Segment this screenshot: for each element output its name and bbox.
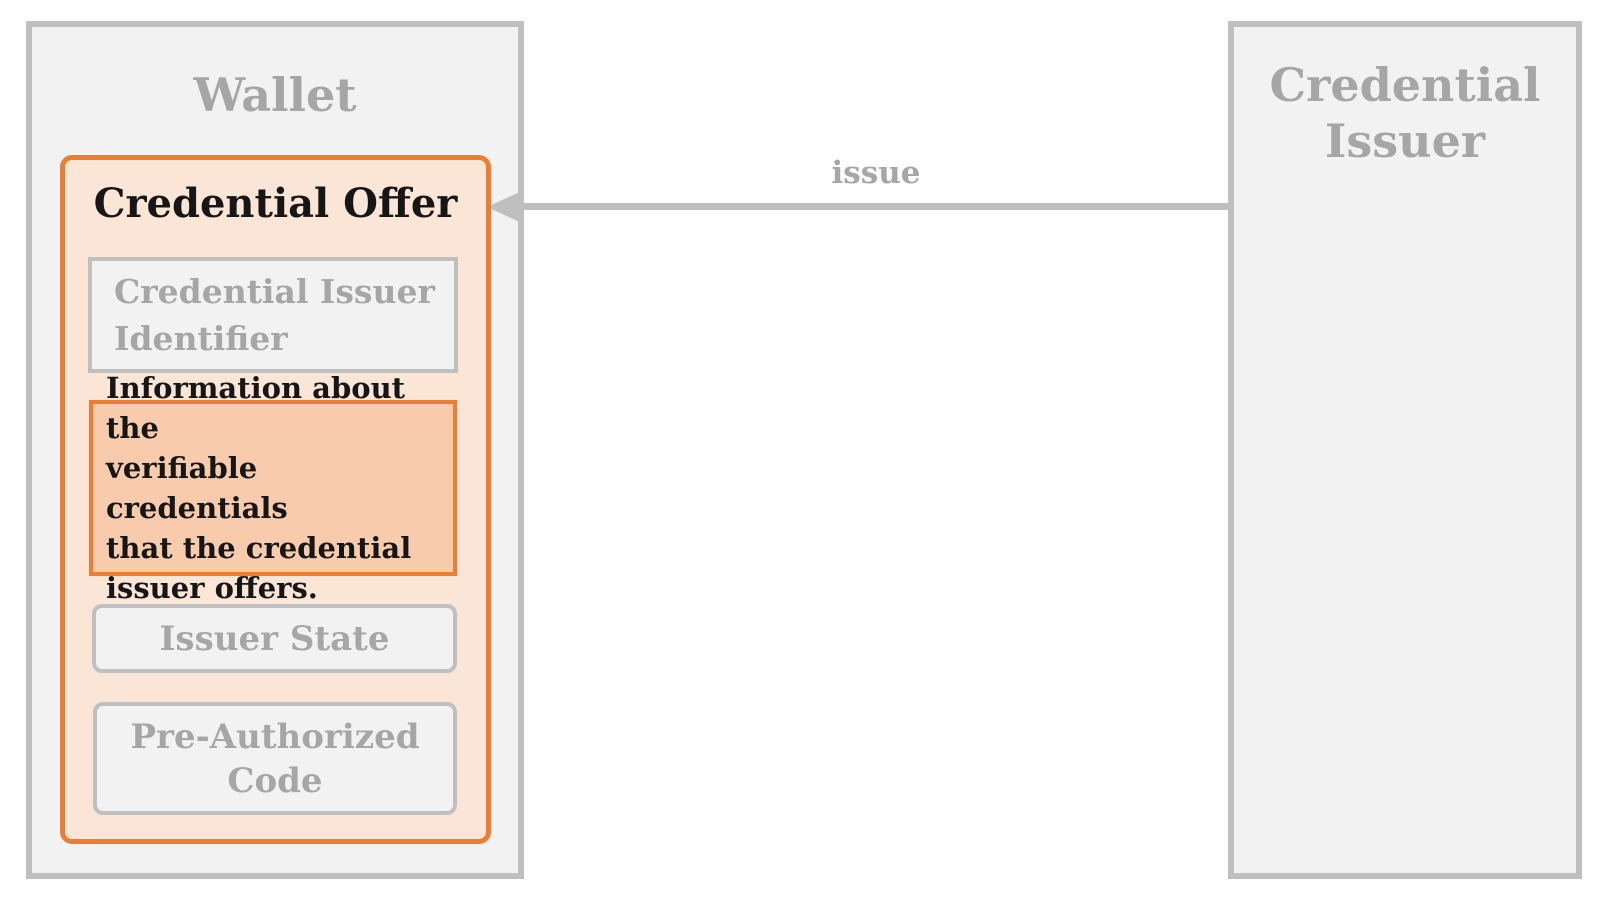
issuer-state-box: Issuer State: [92, 604, 457, 673]
issuer-state-label: Issuer State: [159, 618, 390, 659]
credential-offer-title: Credential Offer: [93, 180, 458, 227]
issue-arrow-line: [518, 203, 1232, 210]
wallet-title: Wallet: [193, 68, 357, 122]
issue-arrow-head-icon: [487, 190, 524, 224]
issue-arrow-label: issue: [831, 155, 921, 191]
